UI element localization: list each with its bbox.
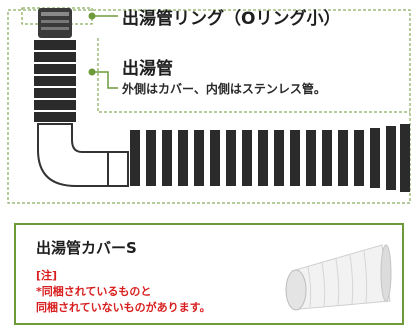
pipe-leader-line	[92, 71, 118, 89]
pipe-dashed-outline	[7, 9, 411, 204]
horizontal-pipe	[107, 151, 129, 187]
ring-label: 出湯管リング（Oリング小）	[122, 9, 341, 29]
spout-pipe-diagram	[7, 7, 411, 204]
pipe-sublabel: 外側はカバー、内側はステンレス管。	[122, 82, 326, 96]
note-heading: [注]	[36, 269, 58, 282]
cover-title: 出湯管カバーS	[36, 239, 137, 257]
cover-info-panel: 出湯管カバーS [注] *同梱されているものと 同梱されていないものがあります。	[14, 223, 404, 325]
pipe-leader-dot	[88, 68, 96, 76]
pipe-cover-image	[285, 244, 392, 311]
pipe-inner-dashed	[97, 38, 410, 113]
vertical-corrugated-section	[34, 40, 76, 122]
note-line-2: 同梱されていないものがあります。	[36, 301, 211, 314]
note-line-1: *同梱されているものと	[36, 285, 152, 298]
pipe-elbow	[37, 123, 111, 187]
ring-leader-dot	[88, 12, 96, 20]
horizontal-corrugated-section	[130, 124, 410, 192]
pipe-label: 出湯管	[122, 59, 173, 79]
